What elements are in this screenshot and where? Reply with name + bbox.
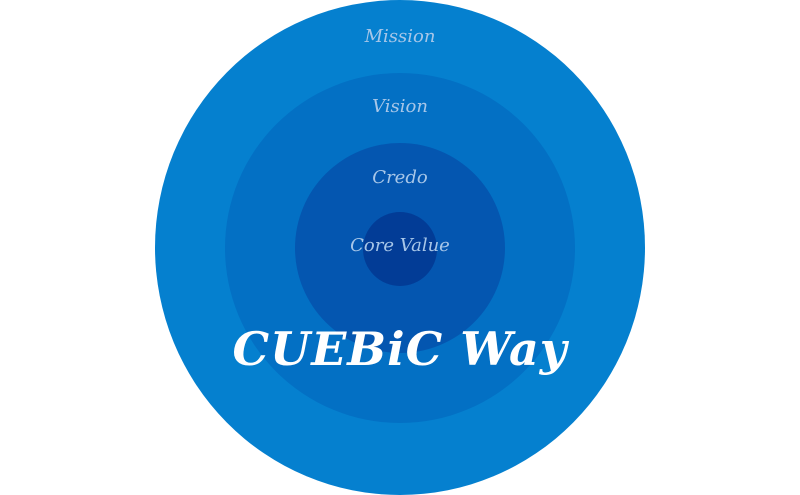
vision-label: Vision — [372, 96, 428, 117]
core-value-ring — [363, 212, 437, 286]
credo-label: Credo — [372, 167, 428, 188]
core-value-label: Core Value — [350, 235, 450, 256]
brand-title: CUEBiC Way — [232, 322, 568, 376]
mission-label: Mission — [364, 26, 436, 47]
